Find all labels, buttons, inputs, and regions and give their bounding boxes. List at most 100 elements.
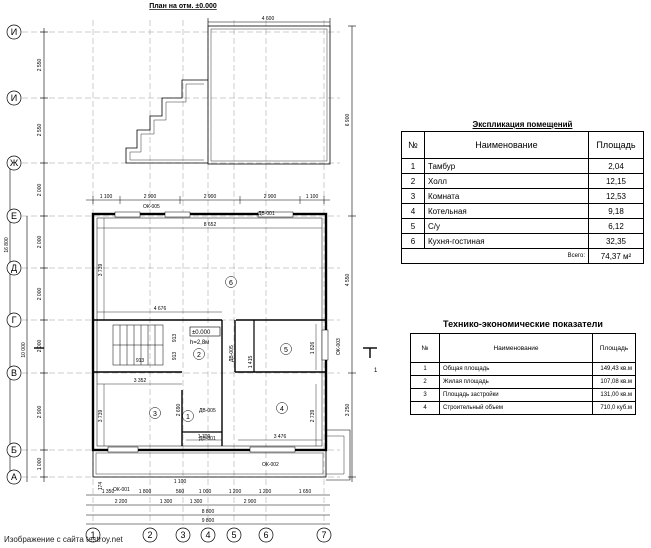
- svg-text:И: И: [11, 93, 17, 103]
- svg-text:ОК-002: ОК-002: [262, 462, 279, 468]
- right-dimension-lines: [348, 25, 356, 482]
- svg-text:2 900: 2 900: [244, 499, 257, 505]
- window-door-marks: ОК-005 ДВ-001 ДВ-005 ДВ-001 ДВ-005 ОК-00…: [113, 204, 342, 493]
- svg-text:1 700: 1 700: [198, 434, 211, 440]
- svg-text:Е: Е: [11, 211, 17, 221]
- plan-title: План на отм. ±0.000: [149, 3, 217, 10]
- level-mark: ±0.000: [192, 330, 211, 336]
- svg-text:2 550: 2 550: [37, 124, 43, 137]
- total-value: 74,37 м²: [588, 248, 644, 264]
- explication-header: № Наименование Площадь: [401, 131, 644, 159]
- svg-text:А: А: [11, 472, 17, 482]
- right-dimension-labels: 6 900 4 550 3 250: [345, 114, 351, 417]
- svg-text:2 739: 2 739: [310, 410, 316, 423]
- number-axis-labels: 1 2 3 4 5 6 7: [90, 530, 326, 540]
- svg-text:Г: Г: [12, 315, 17, 325]
- svg-text:6 900: 6 900: [345, 114, 351, 127]
- left-dimension-labels: 2 550 2 550 2 000 2 000 2 000 2 000 2 90…: [4, 59, 43, 471]
- explication-total-row: Всего: 74,37 м²: [401, 248, 644, 264]
- upper-dimension-chain: [86, 196, 330, 204]
- svg-text:3: 3: [180, 530, 185, 540]
- svg-text:1 100: 1 100: [306, 194, 319, 200]
- svg-text:1: 1: [90, 530, 95, 540]
- svg-text:1 415: 1 415: [248, 356, 254, 369]
- svg-text:2 900: 2 900: [264, 194, 277, 200]
- svg-text:1 000: 1 000: [37, 458, 43, 471]
- svg-text:5: 5: [231, 530, 236, 540]
- svg-text:1 000: 1 000: [199, 489, 212, 495]
- total-label: Всего:: [401, 248, 589, 264]
- room-number-markers: [149, 276, 292, 422]
- svg-text:9 800: 9 800: [202, 518, 215, 524]
- svg-text:4 676: 4 676: [154, 306, 167, 312]
- svg-text:4 550: 4 550: [345, 274, 351, 287]
- svg-text:2: 2: [147, 530, 152, 540]
- bottom-dimension-lines: [86, 494, 330, 525]
- svg-text:1 200: 1 200: [229, 489, 242, 495]
- letter-axis-labels: И И Ж Е Д Г В Б А: [10, 27, 19, 482]
- svg-text:ДВ-005: ДВ-005: [199, 408, 216, 414]
- svg-text:2 000: 2 000: [37, 236, 43, 249]
- svg-text:В: В: [11, 368, 17, 378]
- number-axis-markers: [85, 527, 332, 543]
- svg-text:913: 913: [136, 358, 145, 364]
- svg-text:ОК-003: ОК-003: [336, 338, 342, 355]
- svg-text:И: И: [11, 27, 17, 37]
- bottom-dimension-labels: 1 350 1 800 560 1 000 1 200 1 200 1 650 …: [102, 479, 312, 524]
- svg-text:Ж: Ж: [10, 158, 19, 168]
- svg-text:2 550: 2 550: [37, 59, 43, 72]
- svg-text:3 739: 3 739: [98, 264, 104, 277]
- svg-text:174: 174: [98, 482, 104, 491]
- stair-labels: 913 913 913: [136, 334, 178, 364]
- svg-text:ОК-001: ОК-001: [113, 487, 130, 493]
- tep-caption: Технико-экономические показатели: [443, 319, 603, 329]
- svg-text:1 300: 1 300: [190, 499, 203, 505]
- svg-text:1 350: 1 350: [102, 489, 115, 495]
- section-mark: [34, 347, 377, 358]
- svg-text:1 826: 1 826: [310, 342, 316, 355]
- svg-text:2 900: 2 900: [37, 406, 43, 419]
- height-mark: h=2,8м: [190, 340, 209, 346]
- top-dimension-label: 4 600: [262, 16, 275, 22]
- room-number-labels: 1 2 3 4 5 6: [153, 280, 288, 421]
- svg-text:2 900: 2 900: [204, 194, 217, 200]
- svg-text:1 100: 1 100: [174, 479, 187, 485]
- svg-text:3 352: 3 352: [134, 378, 147, 384]
- svg-text:ОК-005: ОК-005: [143, 204, 160, 210]
- upper-dimension-labels: 1 100 2 900 2 900 2 900 1 100: [100, 194, 319, 200]
- svg-text:4: 4: [205, 530, 210, 540]
- svg-text:ДВ-001: ДВ-001: [258, 211, 275, 217]
- svg-text:2 000: 2 000: [37, 340, 43, 353]
- svg-text:3: 3: [153, 411, 157, 418]
- svg-text:10 000: 10 000: [21, 342, 27, 358]
- section-mark-label: 1: [374, 368, 378, 374]
- svg-text:Б: Б: [11, 445, 17, 455]
- svg-text:ДВ-001: ДВ-001: [199, 436, 216, 442]
- windows: [107, 211, 329, 453]
- svg-text:913: 913: [172, 352, 178, 361]
- svg-text:2 900: 2 900: [144, 194, 157, 200]
- svg-text:913: 913: [172, 334, 178, 343]
- letter-axis-markers: [6, 24, 22, 485]
- top-dimension: [207, 18, 331, 26]
- svg-text:16 800: 16 800: [4, 237, 10, 253]
- svg-text:6: 6: [229, 280, 233, 287]
- svg-text:3 250: 3 250: [345, 404, 351, 417]
- svg-text:1: 1: [186, 414, 190, 421]
- level-mark-box: [189, 326, 221, 337]
- svg-text:1 300: 1 300: [160, 499, 173, 505]
- upper-terrace: [125, 25, 331, 165]
- svg-text:8 800: 8 800: [202, 509, 215, 515]
- watermark: Изображение с сайта testroy.net: [4, 535, 123, 544]
- svg-text:1 200: 1 200: [259, 489, 272, 495]
- svg-text:2 000: 2 000: [37, 184, 43, 197]
